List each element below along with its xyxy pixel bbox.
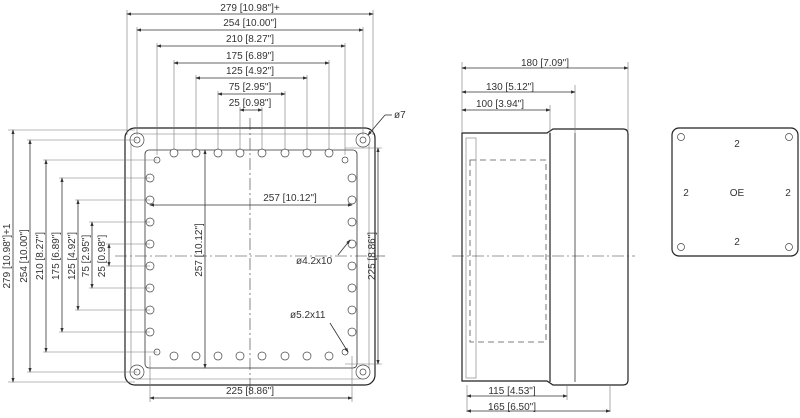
knockout-top: 2: [734, 139, 740, 150]
dim-175-v: 175 [6.89"]: [51, 232, 62, 280]
side-dim-130: 130 [5.12"]: [486, 82, 534, 93]
side-dim-115: 115 [4.53"]: [488, 386, 536, 397]
side-dim-165: 165 [6.50"]: [488, 402, 536, 413]
dim-210: 210 [8.27"]: [226, 34, 274, 45]
dim-75-v: 75 [2.95"]: [81, 235, 92, 278]
dim-25: 25 [0.98"]: [229, 98, 272, 109]
corner-hole-callout: ø7: [394, 110, 406, 121]
dim-225-h: 225 [8.86"]: [226, 386, 274, 397]
dim-175: 175 [6.89"]: [226, 51, 274, 62]
mounting-holes-top: [145, 148, 357, 361]
front-view: 279 [10.98"]+ 254 [10.00"] 210 [8.27"] 1…: [2, 3, 406, 402]
dim-210-v: 210 [8.27"]: [35, 232, 46, 280]
dim-125: 125 [4.92"]: [226, 66, 274, 77]
dim-75: 75 [2.95"]: [229, 82, 272, 93]
top-dimensions: 279 [10.98"]+ 254 [10.00"] 210 [8.27"] 1…: [126, 3, 374, 155]
hole-callout-b: ø5.2x11: [290, 310, 326, 321]
knockout-view: 2 2 OE 2 2: [671, 127, 799, 257]
dim-279-v: 279 [10.98"]+1: [2, 223, 13, 288]
dim-125-v: 125 [4.92"]: [67, 232, 78, 280]
knockout-center: OE: [730, 188, 745, 199]
dim-225-v: 225 [8.86"]: [367, 232, 378, 280]
dim-257-v: 257 [10.12"]: [194, 223, 205, 277]
knockout-right: 2: [785, 188, 791, 199]
dim-254: 254 [10.00"]: [223, 18, 277, 29]
dim-279: 279 [10.98"]+: [220, 3, 280, 14]
side-dim-180: 180 [7.09"]: [521, 58, 569, 69]
side-view: 180 [7.09"] 130 [5.12"] 100 [3.94"] 115 …: [452, 58, 635, 413]
side-dim-100: 100 [3.94"]: [476, 99, 524, 110]
dim-25-v: 25 [0.98"]: [97, 235, 108, 278]
knockout-bottom: 2: [734, 237, 740, 248]
dim-254-v: 254 [10.00"]: [19, 229, 30, 283]
knockout-left: 2: [683, 188, 689, 199]
left-dimensions: 279 [10.98"]+1 254 [10.00"] 210 [8.27"] …: [2, 129, 157, 383]
hole-callout-a: ø4.2x10: [296, 256, 333, 267]
dim-257-h: 257 [10.12"]: [263, 193, 317, 204]
